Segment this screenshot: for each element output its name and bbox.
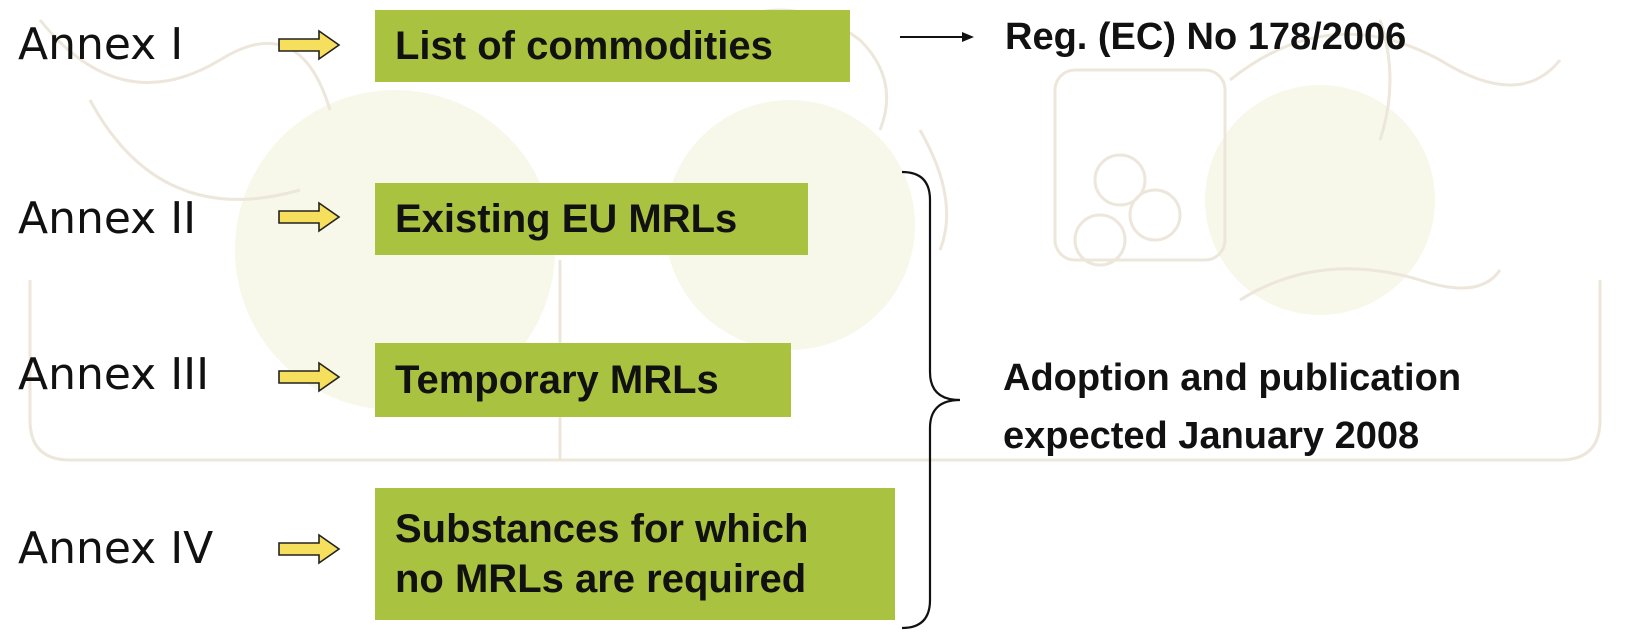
right-arrow-icon [278,361,341,393]
temporary-mrls-box: Temporary MRLs [375,343,791,417]
annex-4-label: Annex IV [18,523,214,574]
right-arrow-icon [278,201,341,233]
regulation-note: Reg. (EC) No 178/2006 [1005,16,1407,58]
existing-eu-mrls-box: Existing EU MRLs [375,183,808,255]
annex-1-label: Annex I [18,19,184,70]
thin-arrow-icon [900,32,974,42]
right-brace [901,170,961,630]
substances-no-mrls-box: Substances for which no MRLs are require… [375,488,895,620]
right-arrow-icon [278,533,341,565]
right-arrow-icon [278,29,341,61]
adoption-note-line-2: expected January 2008 [1003,415,1420,457]
adoption-note-line-1: Adoption and publication [1003,357,1462,399]
annex-3-label: Annex III [18,349,210,400]
annex-2-label: Annex II [18,193,197,244]
list-of-commodities-box: List of commodities [375,10,850,82]
